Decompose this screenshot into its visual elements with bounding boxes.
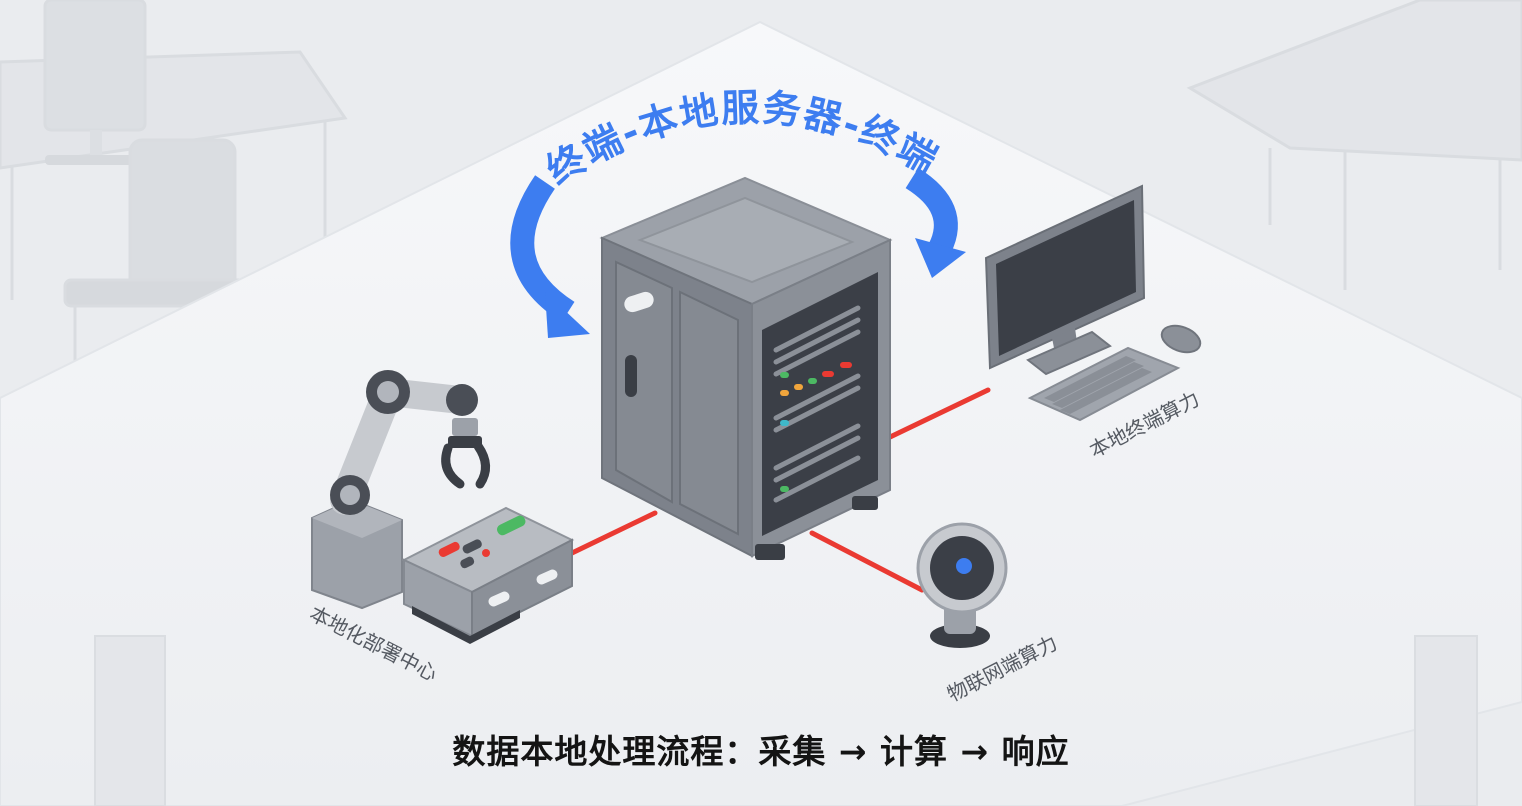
background-desk-right [1186, 0, 1522, 290]
link-server-to-terminal [885, 387, 991, 441]
link-server-to-webcam [809, 530, 925, 593]
robot-arm-icon [311, 370, 490, 610]
table-legs [94, 635, 1478, 806]
keyboard-icon [1027, 346, 1181, 422]
webcam-icon [916, 522, 1008, 648]
connection-lines [569, 387, 991, 593]
curved-arrow-icon [510, 167, 966, 338]
link-server-to-control-box [569, 510, 658, 556]
server-rack-icon [599, 176, 893, 560]
flow-caption: 数据本地处理流程：采集 → 计算 → 响应 [452, 732, 1070, 771]
desktop-monitor-icon [984, 184, 1146, 376]
mouse-icon [1160, 324, 1202, 354]
control-box-icon [401, 506, 575, 644]
